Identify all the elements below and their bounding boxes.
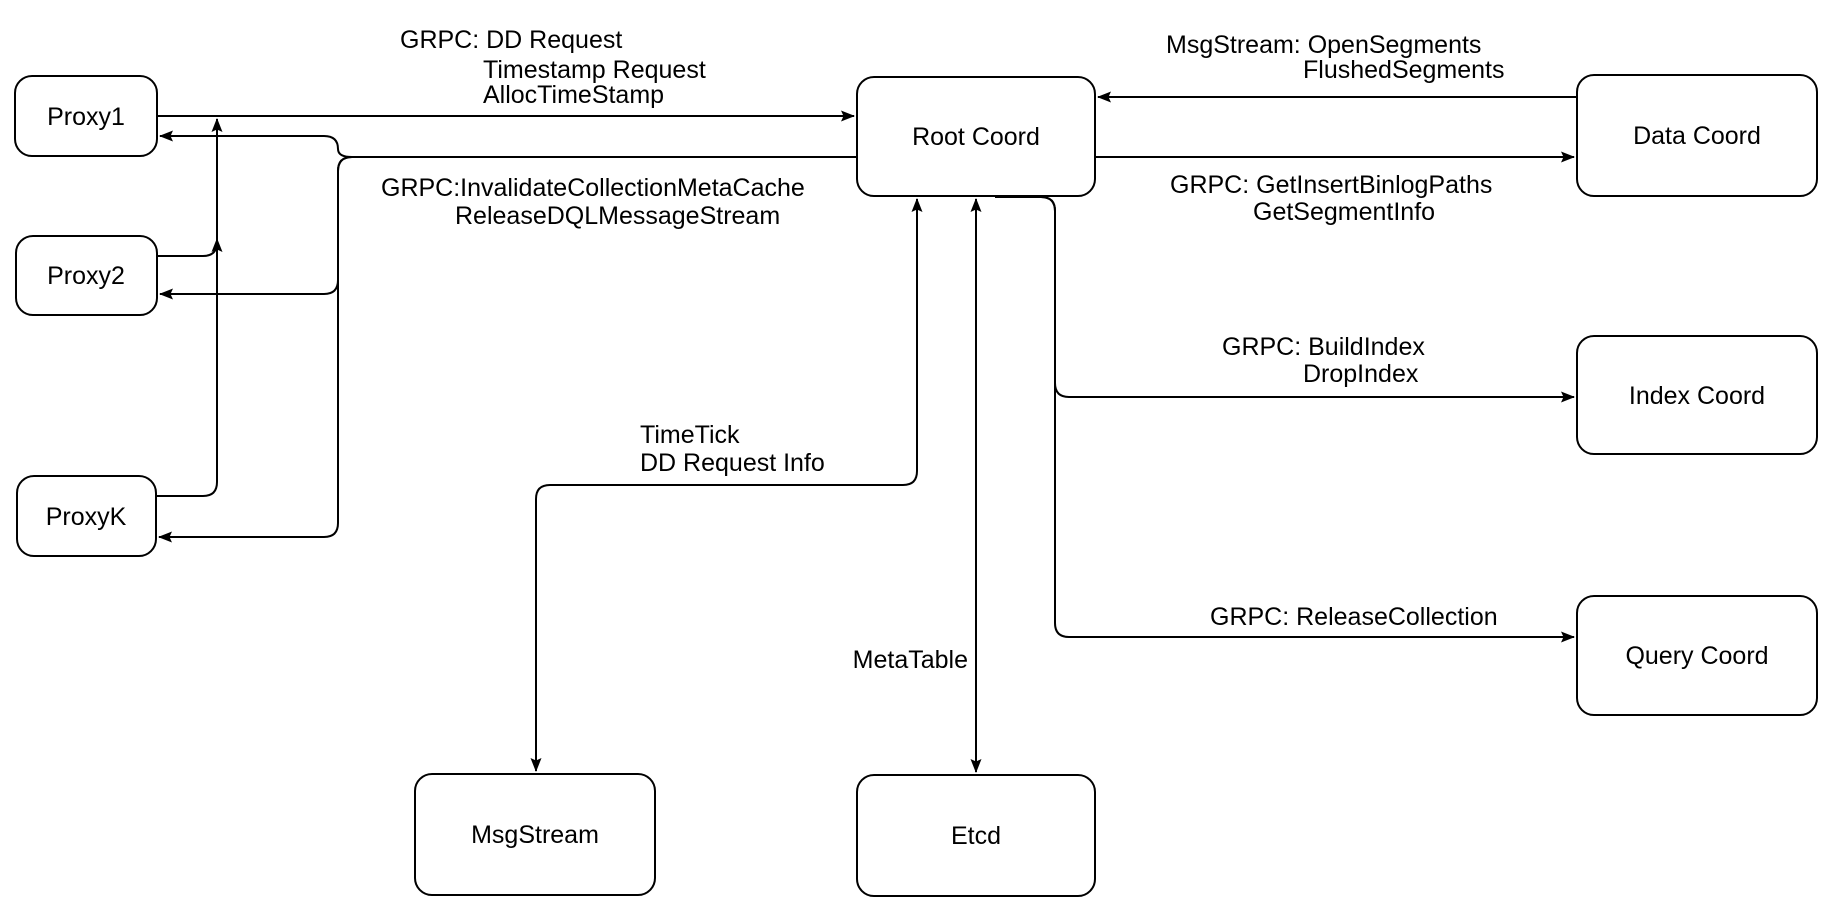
label-grpc-dd-request: GRPC: DD Request (400, 26, 622, 54)
label-dd-request-info: DD Request Info (640, 449, 825, 477)
label-metatable: MetaTable (853, 646, 968, 674)
label-dropindex: DropIndex (1303, 360, 1419, 388)
label-timetick: TimeTick (640, 421, 740, 449)
node-root-coord: Root Coord (856, 76, 1096, 197)
msgstream-box (414, 773, 656, 896)
etcd-box (856, 774, 1096, 897)
label-getsegmentinfo: GetSegmentInfo (1253, 198, 1435, 226)
etcd-label: Etcd (951, 822, 1001, 850)
query-coord-label: Query Coord (1625, 642, 1768, 670)
index-coord-box (1576, 335, 1818, 455)
edge-root-coord-to-query-coord (995, 196, 1575, 643)
proxyk-label: ProxyK (46, 503, 127, 531)
label-release-dql-messagestream: ReleaseDQLMessageStream (455, 202, 780, 230)
data-coord-box (1576, 74, 1818, 197)
edge-root-coord-msgstream-bidirectional (530, 198, 923, 772)
edge-root-coord-to-index-coord (995, 196, 1575, 403)
proxy2-box (15, 235, 158, 316)
edge-root-coord-to-proxyk (158, 156, 857, 543)
root-coord-label: Root Coord (912, 123, 1040, 151)
label-timestamp-request: Timestamp Request (483, 56, 706, 84)
data-coord-label: Data Coord (1633, 122, 1761, 150)
node-etcd: Etcd (856, 774, 1096, 897)
edge-proxy2-join-request-line (157, 118, 223, 257)
node-query-coord: Query Coord (1576, 595, 1818, 716)
node-msgstream: MsgStream (414, 773, 656, 896)
edge-root-coord-to-proxy1 (159, 130, 857, 158)
label-alloctimestamp: AllocTimeStamp (483, 81, 664, 109)
label-msgstream-opensegments: MsgStream: OpenSegments (1166, 31, 1481, 59)
root-coord-box (856, 76, 1096, 197)
query-coord-box (1576, 595, 1818, 716)
proxy1-label: Proxy1 (47, 103, 125, 131)
proxy1-box (14, 75, 158, 157)
node-proxy1: Proxy1 (14, 75, 158, 157)
label-grpc-buildindex: GRPC: BuildIndex (1222, 333, 1425, 361)
edge-proxyk-join-request-line (156, 238, 223, 497)
msgstream-label: MsgStream (471, 821, 599, 849)
node-data-coord: Data Coord (1576, 74, 1818, 197)
index-coord-label: Index Coord (1629, 382, 1765, 410)
node-proxy2: Proxy2 (15, 235, 158, 316)
label-grpc-getinsertbinlogpaths: GRPC: GetInsertBinlogPaths (1170, 171, 1492, 199)
label-invalidate-collection-metacache: GRPC:InvalidateCollectionMetaCache (381, 174, 805, 202)
proxy2-label: Proxy2 (47, 262, 125, 290)
node-index-coord: Index Coord (1576, 335, 1818, 455)
proxyk-box (16, 475, 157, 557)
node-proxyk: ProxyK (16, 475, 157, 557)
label-grpc-releasecollection: GRPC: ReleaseCollection (1210, 603, 1498, 631)
label-flushedsegments: FlushedSegments (1303, 56, 1505, 84)
